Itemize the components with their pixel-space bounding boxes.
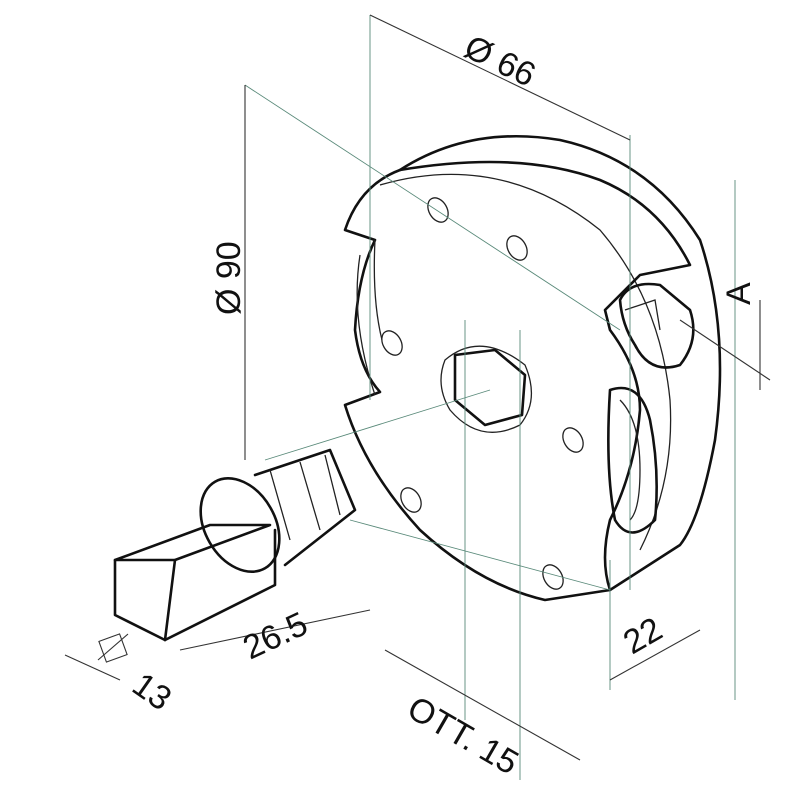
dim-line-ott15 [384,649,581,761]
label-shaft-length: 26.5 [237,605,313,667]
bolt-hole [381,330,403,356]
dim-line-66 [369,14,631,141]
dim-line-22 [609,629,701,681]
bolt-hole [506,235,528,261]
disc-slot [607,386,658,534]
bolt-hole [542,564,564,590]
detail-a-notch-inner [624,299,661,331]
construction-lines [244,15,736,780]
disc-slot-inner [619,399,641,521]
dimension-lines [64,14,771,761]
label-hex-ott-15: OTT. 15 [401,689,525,782]
bolt-holes [381,197,584,590]
label-square-13: 13 [125,665,178,718]
hex-shaft-edges [269,454,341,541]
dim-line-a [679,300,771,390]
shaft-collar [199,476,281,574]
label-diameter-66: Ø 66 [458,28,541,94]
shaft-end-face [113,558,177,642]
label-width-22: 22 [617,610,669,662]
disc-face [343,160,692,602]
label-diameter-90: Ø 90 [210,241,248,315]
label-detail-a: A [720,282,758,305]
dim-line-26-5 [179,609,371,651]
hex-hub-hole [453,348,527,427]
bolt-hole [400,487,422,513]
bolt-hole [562,427,584,453]
disc-body [343,135,722,602]
dim-line-13 [64,654,121,681]
shaft-top-face [113,523,272,562]
detail-a-notch [618,282,695,369]
square-shaft [113,448,357,642]
disc-rim-outline [398,135,722,592]
shaft-side [163,528,277,642]
hex-shaft [253,448,357,567]
disc-rim-inner-line [379,173,672,551]
square-symbol-icon [98,633,128,663]
bolt-hole [427,197,449,223]
